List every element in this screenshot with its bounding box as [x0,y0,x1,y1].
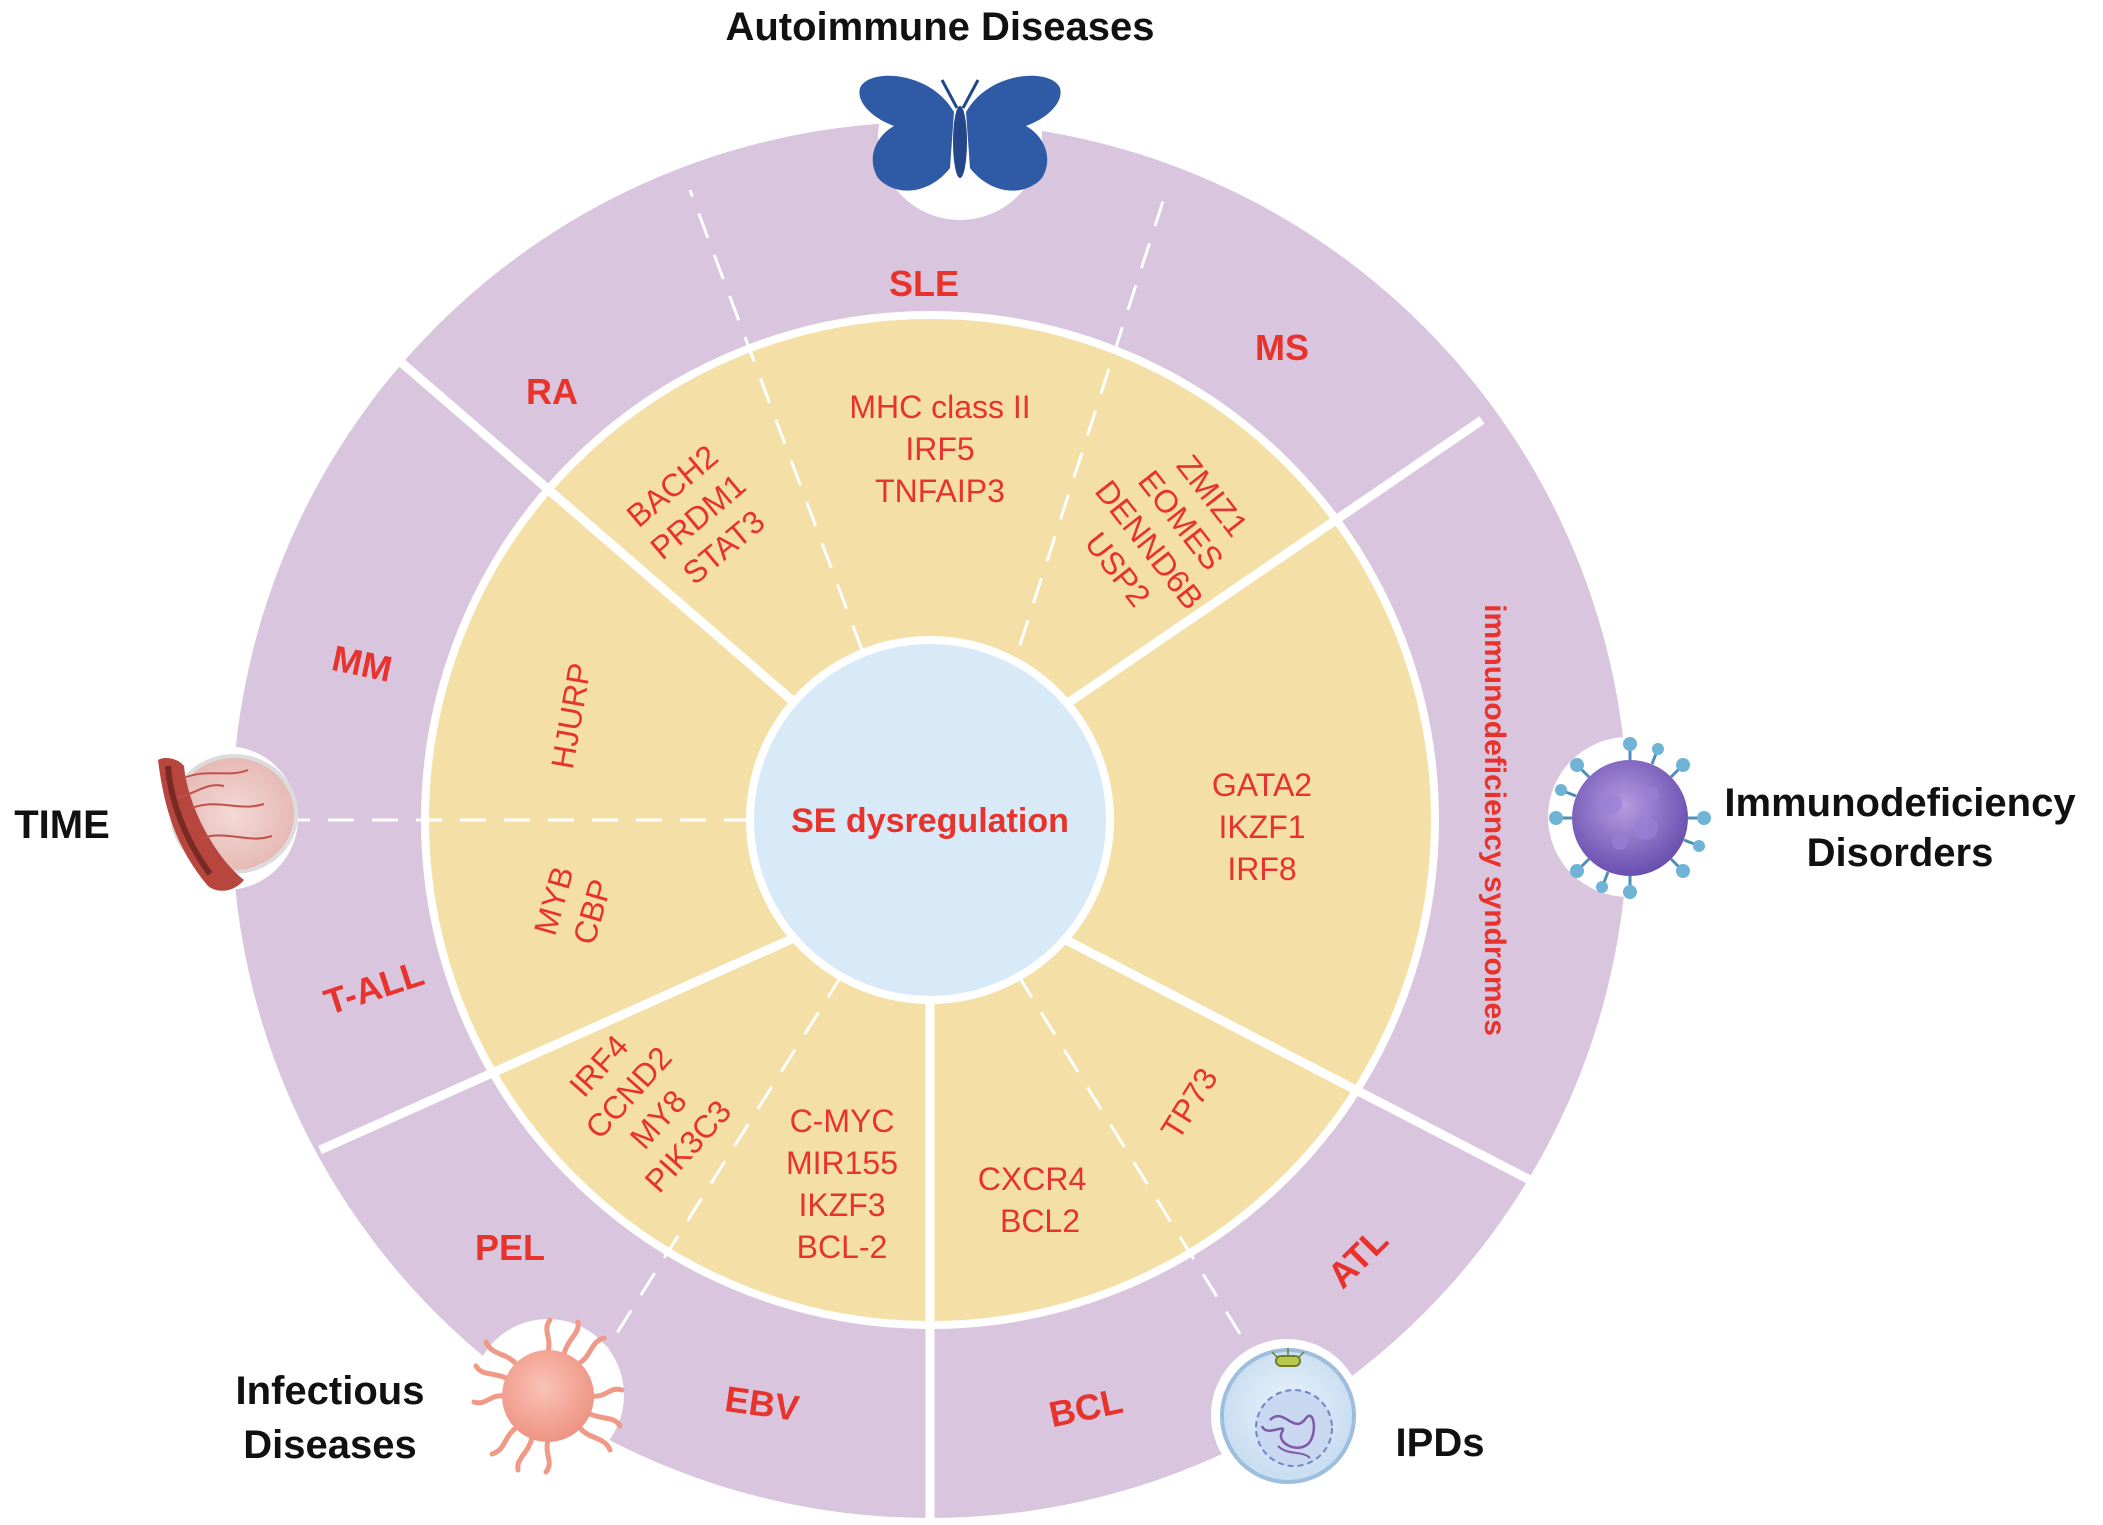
label-sle: SLE [889,263,959,304]
label-ebv: EBV [723,1378,802,1429]
gene-bcl-1: CXCR4 [978,1161,1086,1197]
label-ra: RA [526,371,578,412]
subsector-dividers [280,189,1252,1361]
gene-sle-2: IRF5 [905,431,974,467]
gene-sle-1: MHC class II [849,389,1030,425]
center-label: SE dysregulation [791,802,1069,840]
category-ipds: IPDs [1396,1421,1485,1465]
category-immunodeficiency-line1: Immunodeficiency [1724,781,2076,825]
category-infectious-line2: Diseases [243,1423,416,1467]
genes-immunodeficiency: GATA2 IKZF1 IRF8 [1212,767,1312,887]
label-immunodeficiency: immunodeficiency syndromes [1478,604,1511,1036]
gene-sle-3: TNFAIP3 [875,473,1005,509]
label-ms: MS [1255,327,1309,368]
category-immunodeficiency-line2: Disorders [1807,831,1994,875]
virus-icon [1549,737,1711,899]
gene-immuno-1: GATA2 [1212,767,1312,803]
genes-sle: MHC class II IRF5 TNFAIP3 [849,389,1030,509]
category-autoimmune: Autoimmune Diseases [725,5,1154,49]
gene-immuno-3: IRF8 [1227,851,1296,887]
gene-ebv-2: MIR155 [786,1145,898,1181]
category-infectious-line1: Infectious [236,1369,425,1413]
gene-bcl-2: BCL2 [1000,1203,1080,1239]
category-time: TIME [14,803,110,847]
gene-ebv-1: C-MYC [790,1103,895,1139]
genes-ebv: C-MYC MIR155 IKZF3 BCL-2 [786,1103,898,1265]
genes-bcl: CXCR4 BCL2 [978,1161,1086,1239]
blood-vessel-tissue-icon [158,754,298,891]
gene-ebv-4: BCL-2 [797,1229,888,1265]
gene-immuno-2: IKZF1 [1218,809,1305,845]
gene-ebv-3: IKZF3 [798,1187,885,1223]
label-pel: PEL [475,1227,545,1268]
butterfly-icon [859,75,1061,191]
sector-dividers [318,334,1533,1525]
bacterium-cell-icon [471,1317,625,1475]
cell-nucleus-icon [1220,1348,1356,1484]
